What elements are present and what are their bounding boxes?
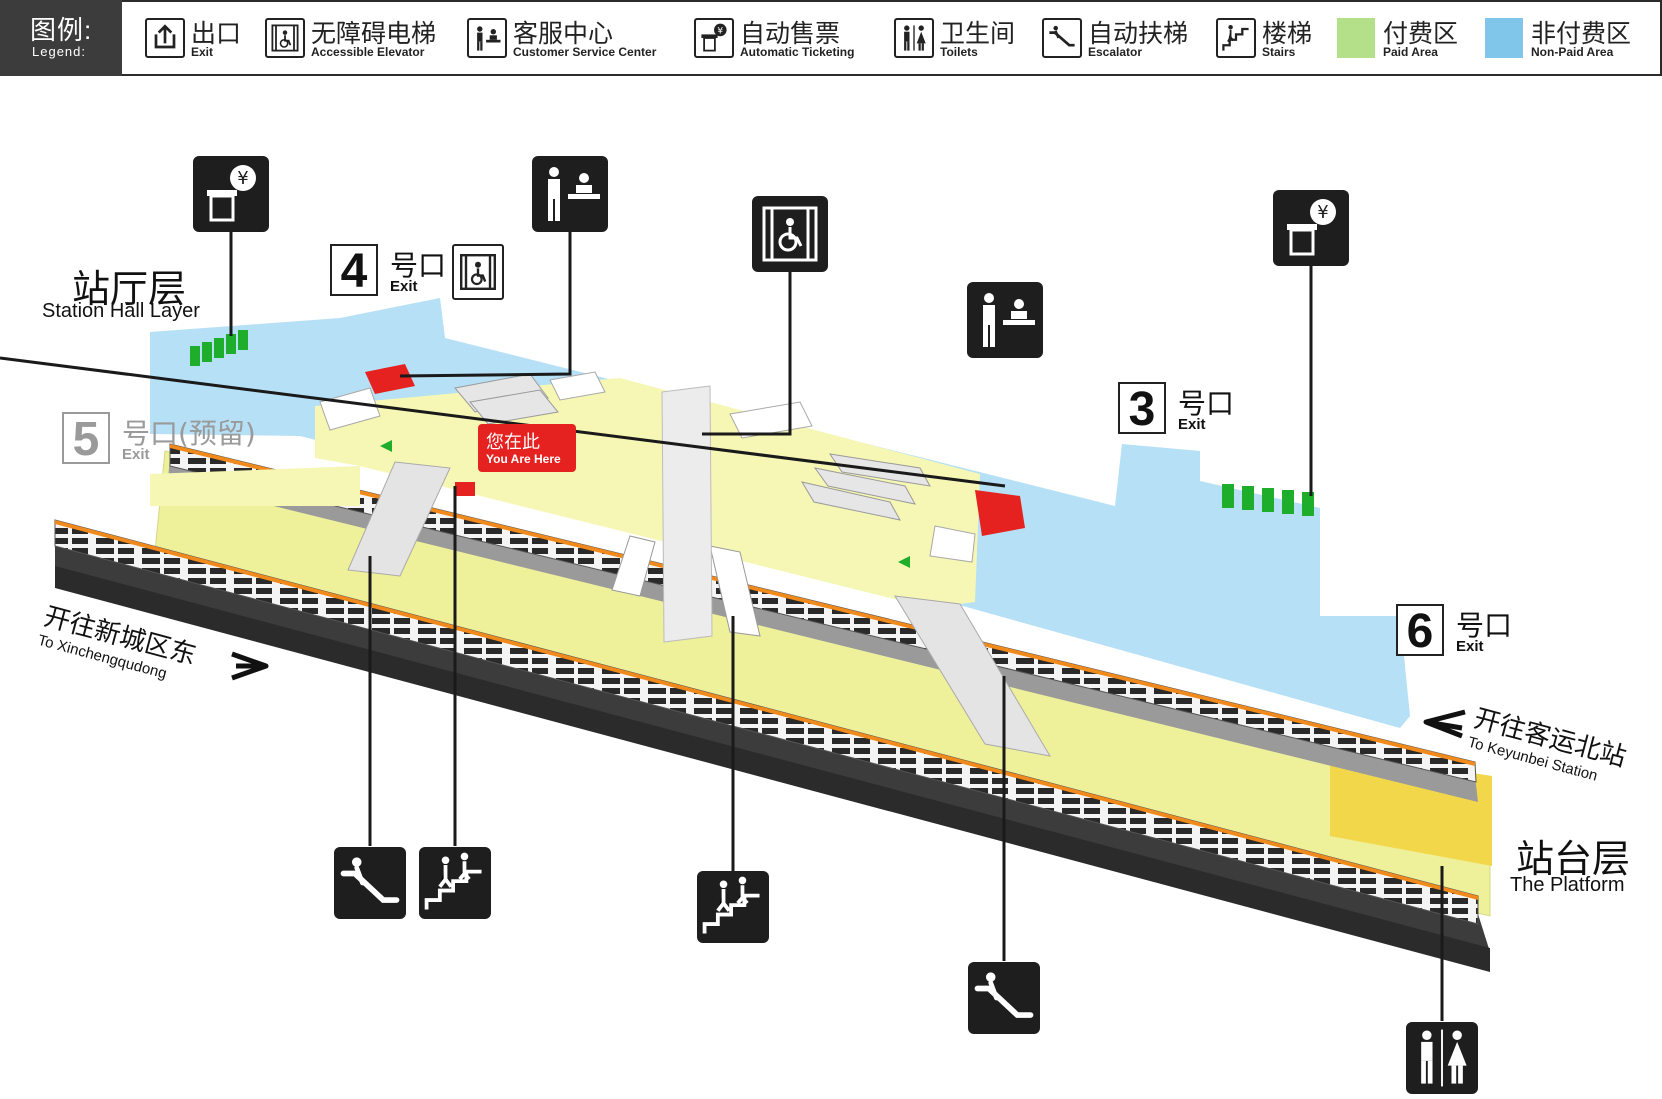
legend-label-en: Escalator	[1088, 45, 1143, 59]
toilet-sign	[1406, 1022, 1478, 1094]
stairs-sign-center	[697, 871, 769, 943]
stairs-icon	[424, 852, 482, 910]
exit-label-en: Exit	[390, 278, 418, 295]
legend-title-cn: 图例:	[30, 15, 93, 45]
station-diagram	[0, 232, 1492, 1021]
legend-label-cn: 楼梯	[1262, 19, 1313, 48]
ticket-machine-icon: ¥	[1287, 199, 1336, 256]
stairs-icon	[702, 876, 760, 934]
ticket-machine-sign-left: ¥	[193, 156, 269, 232]
legend-label-en: Automatic Ticketing	[740, 45, 855, 59]
legend-label-cn: 卫生间	[940, 19, 1016, 48]
hall-escalators	[454, 373, 931, 521]
station-map: 站厅层 Station Hall Layer 站台层 The Platform …	[0, 76, 1662, 1095]
legend-label-cn: 付费区	[1383, 19, 1459, 48]
train-front	[54, 519, 1490, 972]
arrow-left	[1423, 709, 1466, 739]
stair-to-platform-center	[709, 545, 761, 637]
legend-label-en: Toilets	[940, 45, 978, 59]
sign-leader-lines	[0, 232, 1444, 1021]
stairs-icon	[1216, 18, 1256, 58]
platform-title-en: The Platform	[1510, 874, 1625, 896]
platform-title-cn: 站台层	[1516, 837, 1631, 881]
legend-label-cn: 自动售票	[740, 19, 841, 48]
legend-title-en: Legend:	[32, 44, 86, 59]
escalator-to-platform-left	[347, 461, 451, 577]
ticket-machine-icon: ¥	[694, 18, 734, 58]
train-back	[168, 443, 1478, 802]
accessible-elevator-icon	[265, 18, 305, 58]
exit-number: 3	[1118, 382, 1166, 436]
non-paid-area-swatch	[1485, 18, 1523, 58]
arrow-right	[231, 651, 269, 681]
legend-label-en: Accessible Elevator	[311, 45, 425, 59]
fare-gates-left	[190, 330, 248, 366]
exit-label-cn: 号口	[1456, 609, 1513, 642]
exit-number: 6	[1396, 604, 1444, 658]
service-center-right	[975, 490, 1025, 536]
accessible-elevator-icon	[762, 206, 818, 262]
stairs-sign-left	[419, 847, 491, 919]
elevator-column	[661, 385, 713, 643]
ticket-machine-sign-right: ¥	[1273, 190, 1349, 266]
paid-area-left-wing	[150, 466, 360, 506]
you-are-here-label: 您在此 You Are Here	[478, 424, 576, 472]
legend-title: 图例: Legend:	[0, 0, 122, 76]
svg-text:¥: ¥	[237, 168, 248, 189]
toilet-icon	[894, 18, 934, 58]
exit-label-cn: 号口(预留)	[122, 417, 256, 450]
exit-label-en: Exit	[122, 446, 150, 463]
customer-service-icon	[467, 18, 507, 58]
escalator-sign-left	[334, 847, 406, 919]
exit-icon	[145, 18, 185, 58]
service-center-left	[365, 364, 415, 394]
escalator-icon	[1042, 18, 1082, 58]
legend-label-cn: 出口	[191, 19, 242, 48]
exit-number: 4	[330, 244, 378, 298]
paid-area-swatch	[1337, 18, 1375, 58]
legend-label-en: Stairs	[1262, 45, 1296, 59]
you-are-here-en: You Are Here	[486, 452, 561, 466]
legend-label-cn: 非付费区	[1531, 19, 1632, 48]
customer-service-icon	[983, 293, 1035, 347]
stair-to-platform-left	[611, 535, 656, 597]
legend-bar: 图例: Legend: 出口 Exit 无障碍电梯 Accessible Ele…	[0, 0, 1662, 76]
toilet-icon	[1421, 1029, 1467, 1087]
exit-label-cn: 号口	[1178, 387, 1235, 420]
exit-label-cn: 号口	[390, 249, 447, 282]
fare-gates-right	[1222, 484, 1314, 516]
customer-service-sign-left	[532, 156, 608, 232]
customer-service-icon	[548, 167, 600, 221]
exit-label-en: Exit	[1456, 638, 1484, 655]
legend-label-cn: 客服中心	[513, 19, 614, 48]
legend-label-en: Non-Paid Area	[1531, 45, 1614, 59]
escalator-to-platform-right	[894, 595, 1051, 757]
legend-label-en: Paid Area	[1383, 45, 1438, 59]
exit-label-en: Exit	[1178, 416, 1206, 433]
ticket-machine-icon: ¥	[207, 165, 256, 222]
exit-number: 5	[62, 412, 110, 466]
exit-4-elevator-icon	[452, 244, 504, 300]
you-are-here-marker	[455, 482, 475, 496]
escalator-icon	[340, 857, 400, 903]
legend-label-cn: 无障碍电梯	[311, 19, 437, 48]
legend-label-en: Customer Service Center	[513, 45, 657, 59]
legend-label-en: Exit	[191, 45, 214, 59]
you-are-here-cn: 您在此	[486, 432, 540, 453]
hall-layer-title-en: Station Hall Layer	[42, 300, 200, 322]
svg-text:¥: ¥	[1317, 202, 1328, 223]
hall-layer-title-cn: 站厅层	[72, 267, 187, 311]
escalator-sign-right	[968, 962, 1040, 1034]
svg-text:¥: ¥	[717, 27, 723, 37]
legend-label-cn: 自动扶梯	[1088, 19, 1189, 48]
accessible-elevator-sign	[752, 196, 828, 272]
customer-service-sign-right	[967, 282, 1043, 358]
escalator-icon	[974, 972, 1034, 1018]
